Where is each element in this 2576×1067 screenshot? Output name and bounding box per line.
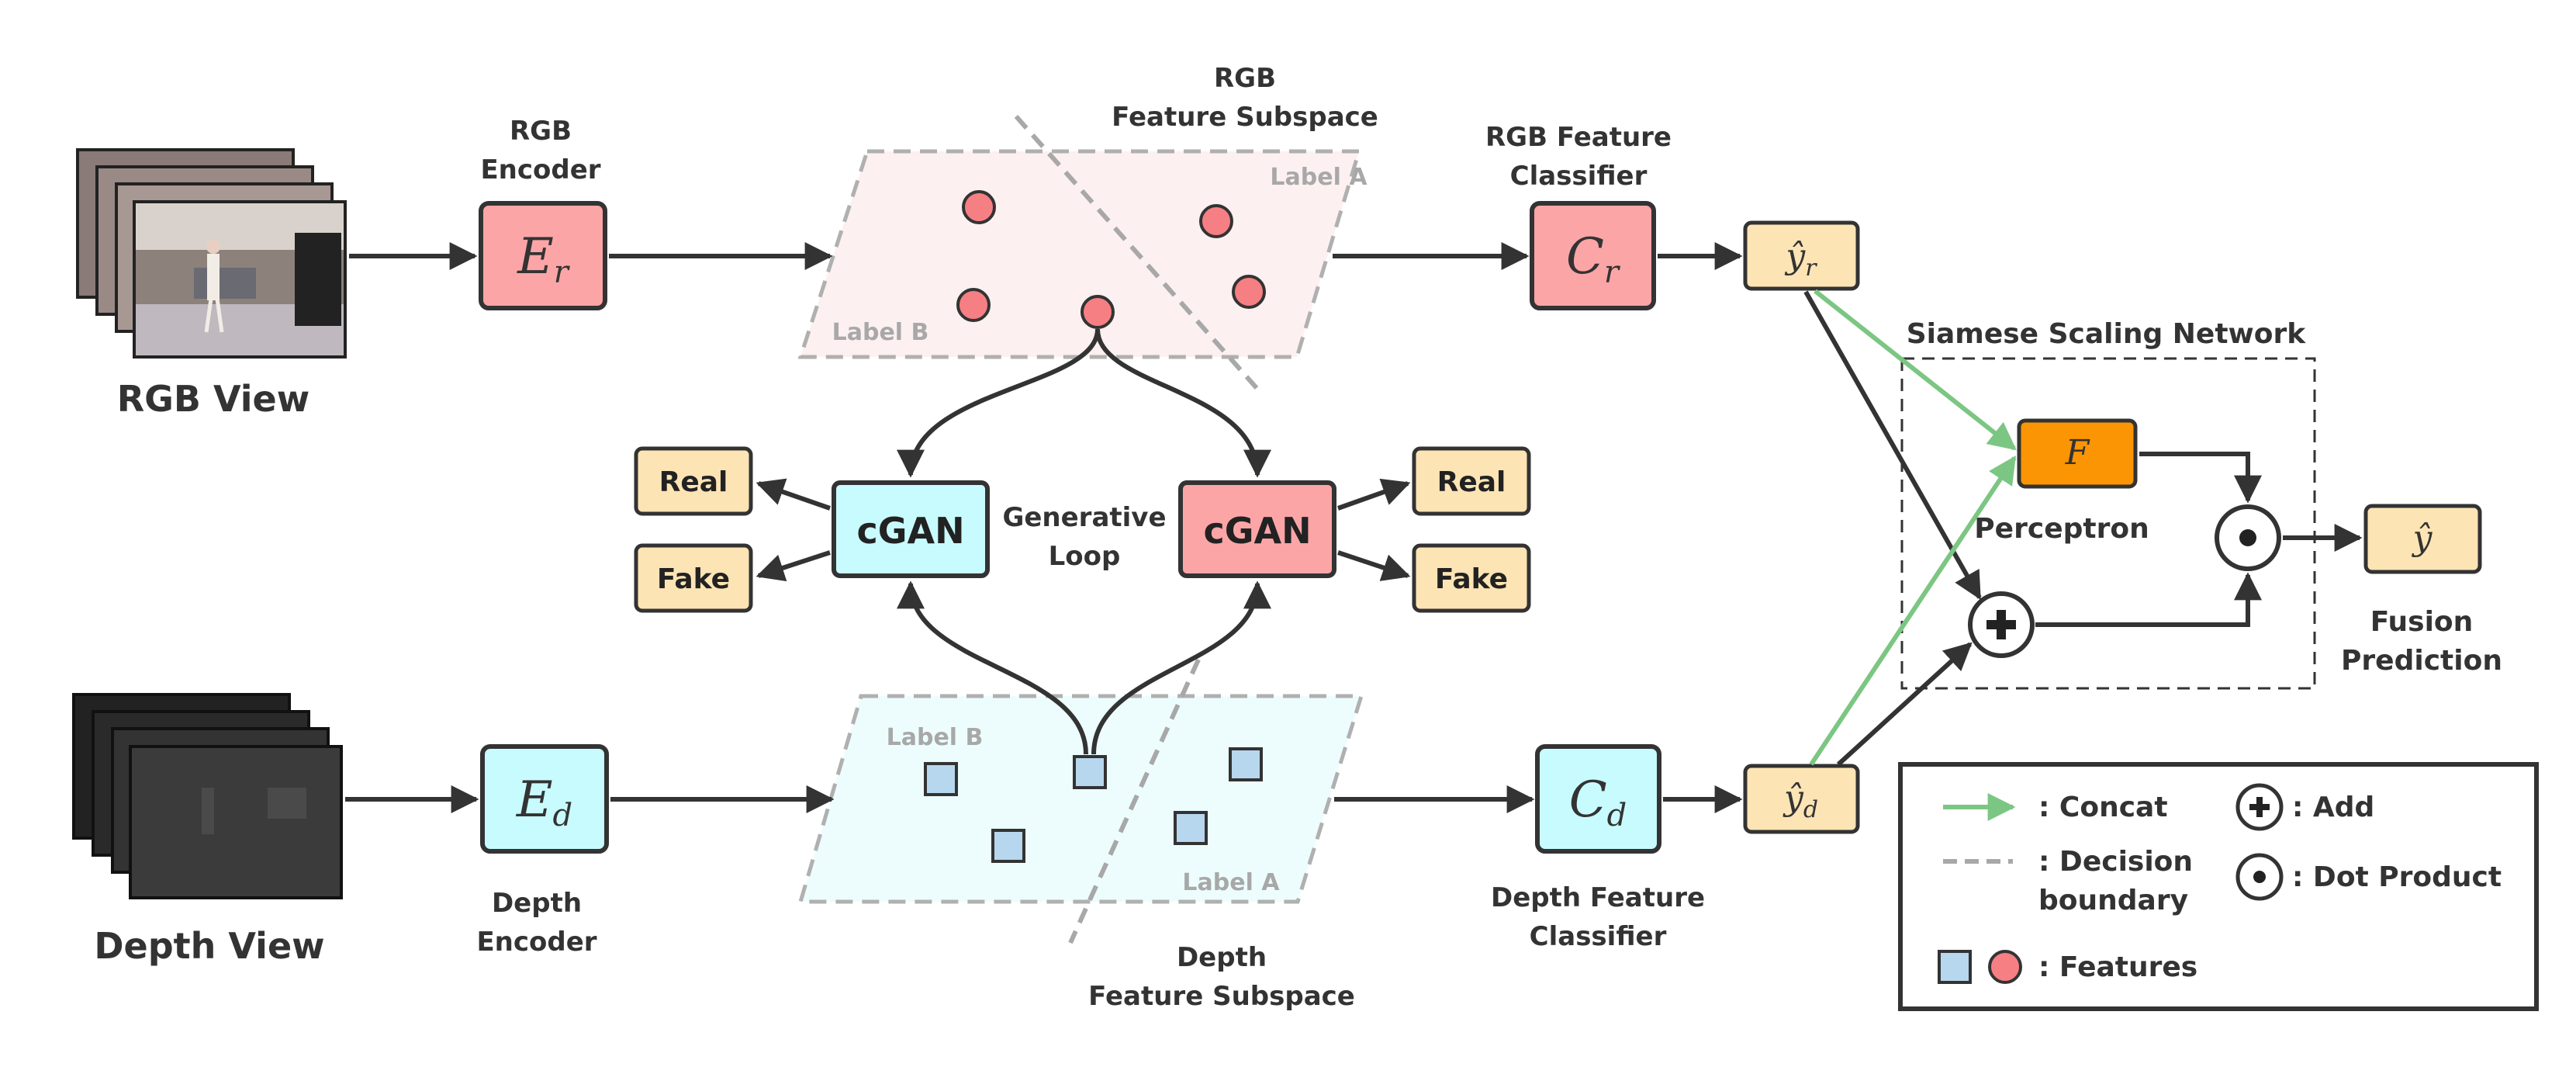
depth-decision-boundary	[1068, 658, 1201, 944]
arrow-depth-output-to-add	[1836, 642, 1973, 767]
rgb-feature-point	[1232, 275, 1266, 309]
dot-product-operator-icon	[2215, 504, 2281, 571]
depth-view-label: Depth View	[94, 925, 324, 967]
depth-encoder-symbol: Ed	[516, 771, 572, 833]
rgb-output-symbol: ŷr	[1784, 237, 1817, 282]
rgb-feature-subspace	[797, 149, 1362, 359]
depth-classifier-label-line1: Depth Feature	[1491, 882, 1705, 913]
siamese-network-boundary	[1900, 357, 2316, 690]
depth-classifier-label-line2: Classifier	[1530, 921, 1667, 952]
arrow-depth-feature-to-left-cgan	[897, 580, 1088, 755]
depth-encoder-box	[480, 744, 609, 854]
arrow-left-cgan-to-fake	[756, 550, 831, 582]
depth-subspace-label-a: Label A	[1182, 869, 1280, 896]
arrow-rgb-feature-to-left-cgan	[897, 328, 1100, 478]
rgb-classifier-symbol: Cr	[1566, 228, 1621, 290]
arrow-right-cgan-to-fake	[1337, 550, 1411, 581]
arrow-depth-feature-to-right-cgan	[1091, 580, 1271, 755]
rgb-classifier-label-line1: RGB Feature	[1485, 122, 1672, 153]
legend-dot-label: : Dot Product	[2292, 861, 2502, 893]
generative-loop-label-line2: Loop	[1049, 541, 1121, 572]
depth-classifier-box	[1535, 744, 1661, 854]
arrow-left-cgan-to-real	[756, 478, 831, 511]
rgb-view-image	[76, 148, 347, 359]
fusion-label-line1: Fusion	[2370, 606, 2474, 638]
left-cgan-box	[832, 480, 990, 578]
legend-dot-icon	[2235, 853, 2284, 901]
left-real-label: Real	[659, 466, 728, 498]
perceptron-symbol: F	[2065, 433, 2090, 473]
concat-arrows	[1809, 289, 2017, 766]
rgb-subspace-label-b: Label B	[832, 319, 929, 346]
depth-encoder-label-line1: Depth	[492, 888, 582, 919]
depth-feature-subspace	[797, 694, 1364, 904]
right-cgan-box	[1178, 480, 1336, 578]
right-real-label: Real	[1437, 466, 1506, 498]
rgb-feature-point-source	[1081, 295, 1115, 329]
arrow-rgb-output-concat	[1814, 289, 2017, 451]
rgb-feature-point	[956, 288, 991, 322]
rgb-output-box	[1743, 220, 1860, 291]
rgb-feature-point	[962, 190, 996, 224]
rgb-decision-boundary	[1014, 115, 1259, 390]
depth-subspace-title-line1: Depth	[1177, 942, 1267, 973]
depth-feature-point	[924, 762, 958, 796]
perceptron-label: Perceptron	[1974, 513, 2149, 545]
left-fake-label: Fake	[657, 563, 730, 595]
add-operator-icon	[1968, 591, 2035, 658]
arrow-rgb-output-to-add	[1803, 290, 1982, 601]
left-cgan-label: cGAN	[856, 510, 964, 552]
fusion-output-box	[2363, 504, 2482, 574]
depth-subspace-title-line2: Feature Subspace	[1088, 981, 1355, 1012]
depth-encoder-label-line2: Encoder	[476, 927, 596, 958]
depth-subspace-label-b: Label B	[887, 724, 984, 751]
legend-square-feature-icon	[1938, 950, 1972, 984]
rgb-encoder-label-line2: Encoder	[480, 154, 600, 185]
rgb-encoder-box	[479, 201, 607, 310]
arrow-add-to-dot	[2035, 572, 2262, 627]
fusion-output-symbol: ŷ	[2412, 518, 2433, 558]
legend-circle-feature-icon	[1988, 950, 2022, 984]
flow-arrows	[345, 242, 2363, 813]
depth-feature-point	[1229, 747, 1263, 781]
perceptron-box	[2017, 418, 2138, 489]
generative-loop-label-line1: Generative	[1002, 502, 1166, 533]
legend: : Concat : Decision boundary : Features …	[1898, 762, 2539, 1011]
rgb-subspace-label-a: Label A	[1270, 164, 1368, 191]
depth-feature-point	[991, 829, 1025, 863]
rgb-feature-point	[1199, 204, 1233, 238]
depth-feature-point-source	[1073, 755, 1107, 789]
arrow-rgb-feature-to-right-cgan	[1095, 328, 1271, 478]
siamese-title: Siamese Scaling Network	[1907, 318, 2307, 350]
depth-classifier-symbol: Cd	[1569, 771, 1627, 833]
right-cgan-label: cGAN	[1203, 510, 1311, 552]
arrow-depth-output-concat	[1809, 455, 2017, 766]
fusion-label-line2: Prediction	[2341, 645, 2502, 677]
legend-add-label: : Add	[2292, 792, 2374, 823]
right-fake-box	[1412, 543, 1531, 613]
arrow-right-cgan-to-real	[1336, 478, 1411, 511]
rgb-subspace-title-line2: Feature Subspace	[1112, 102, 1378, 133]
right-real-box	[1412, 446, 1531, 516]
depth-feature-point	[1174, 811, 1208, 845]
rgb-view-label: RGB View	[117, 378, 310, 420]
legend-concat-label: : Concat	[2038, 792, 2168, 823]
legend-features-label: : Features	[2038, 951, 2197, 983]
right-fake-label: Fake	[1435, 563, 1508, 595]
left-fake-box	[634, 543, 753, 613]
rgb-encoder-label-line1: RGB	[510, 116, 572, 147]
rgb-encoder-symbol: Er	[517, 228, 571, 290]
depth-output-symbol: ŷd	[1782, 778, 1818, 823]
legend-decision-label-line1: : Decision	[2038, 846, 2193, 878]
rgb-subspace-title-line1: RGB	[1214, 63, 1276, 94]
legend-add-icon	[2235, 783, 2284, 831]
arrow-perceptron-to-dot	[2139, 452, 2262, 504]
legend-decision-label-line2: boundary	[2038, 885, 2188, 916]
rgb-classifier-label-line2: Classifier	[1510, 161, 1648, 192]
rgb-classifier-box	[1530, 201, 1656, 310]
depth-view-image	[72, 693, 343, 899]
left-real-box	[634, 446, 753, 516]
depth-output-box	[1743, 764, 1860, 834]
